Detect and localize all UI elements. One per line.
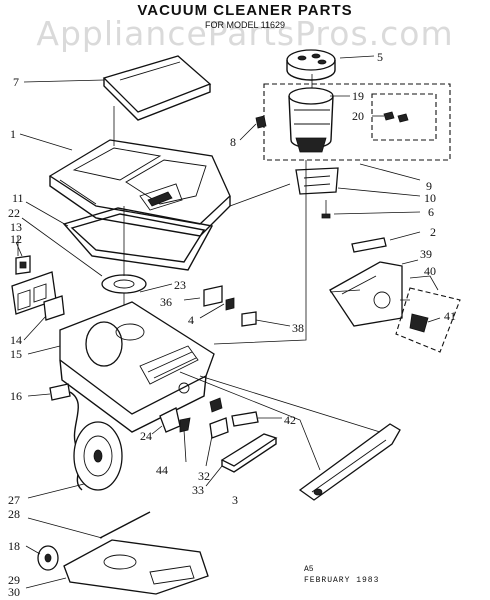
label-part-33: 33 (192, 483, 204, 497)
part-24-wheel-bracket (159, 407, 181, 433)
part-14-knob (43, 295, 65, 321)
label-part-40: 40 (424, 264, 436, 278)
part-23-ring (101, 274, 147, 306)
label-part-30: 30 (8, 585, 20, 599)
label-part-42: 42 (284, 413, 296, 427)
label-part-10: 10 (424, 191, 436, 205)
label-part-23: 23 (174, 278, 186, 292)
footer-date: FEBRUARY 1983 (304, 576, 380, 585)
label-part-32: 32 (198, 469, 210, 483)
part-18-wheel (37, 545, 59, 571)
label-part-19: 19 (352, 89, 364, 103)
label-part-12: 12 (10, 232, 22, 246)
part-36-switch (203, 285, 235, 311)
part-20-brush (383, 111, 409, 123)
label-part-22: 22 (8, 206, 20, 220)
part-39-door (329, 261, 403, 327)
label-part-16: 16 (10, 389, 22, 403)
part-2-strip (351, 237, 387, 253)
label-part-39: 39 (420, 247, 432, 261)
label-part-11: 11 (12, 191, 24, 205)
part-19-motor (288, 87, 334, 153)
part-12-switch (15, 255, 31, 275)
label-part-29: 29 (8, 573, 20, 587)
part-11-gasket (62, 207, 214, 271)
label-part-6: 6 (428, 205, 434, 219)
part-10-bracket (295, 167, 339, 219)
part-1-upper-housing (48, 139, 231, 237)
part-42-switch (209, 397, 259, 427)
label-part-15: 15 (10, 347, 22, 361)
part-41-latch (395, 287, 461, 353)
part-15-lower-housing (59, 301, 215, 433)
part-7-lid (102, 55, 212, 121)
part-28-rod (99, 511, 151, 539)
label-part-9: 9 (426, 179, 432, 193)
part-9-motor-box (263, 83, 451, 161)
label-part-14: 14 (10, 333, 22, 347)
label-part-5: 5 (377, 50, 383, 64)
label-part-36: 36 (160, 295, 172, 309)
part-32-lever (209, 417, 229, 439)
label-part-1: 1 (10, 127, 16, 141)
leader-lines (15, 55, 441, 589)
assembly-lines (113, 74, 410, 471)
part-30-base-plate (63, 539, 209, 595)
label-part-18: 18 (8, 539, 20, 553)
part-38-button (241, 311, 257, 327)
label-part-20: 20 (352, 109, 364, 123)
footer-code: A5 (304, 565, 314, 574)
label-part-44: 44 (156, 463, 168, 477)
label-part-24: 24 (140, 429, 152, 443)
part-33-pedal (220, 433, 278, 473)
diagram-subtitle: FOR MODEL 11629 (204, 20, 286, 30)
label-part-13: 13 (10, 220, 22, 234)
part-3-handle (298, 423, 401, 501)
diagram-title: VACUUM CLEANER PARTS (137, 2, 353, 19)
label-part-28: 28 (8, 507, 20, 521)
label-part-2: 2 (430, 225, 436, 239)
label-part-38: 38 (292, 321, 304, 335)
part-5-fan (286, 49, 336, 81)
part-27-cord-reel (73, 421, 123, 491)
part-44-clip (179, 417, 191, 433)
label-part-3: 3 (232, 493, 238, 507)
label-part-7: 7 (13, 75, 19, 89)
part-8-clip (255, 115, 267, 129)
label-part-41: 41 (444, 309, 456, 323)
label-part-27: 27 (8, 493, 20, 507)
label-part-4: 4 (188, 313, 194, 327)
label-part-8: 8 (230, 135, 236, 149)
watermark: AppliancePartsPros.com (36, 14, 454, 53)
